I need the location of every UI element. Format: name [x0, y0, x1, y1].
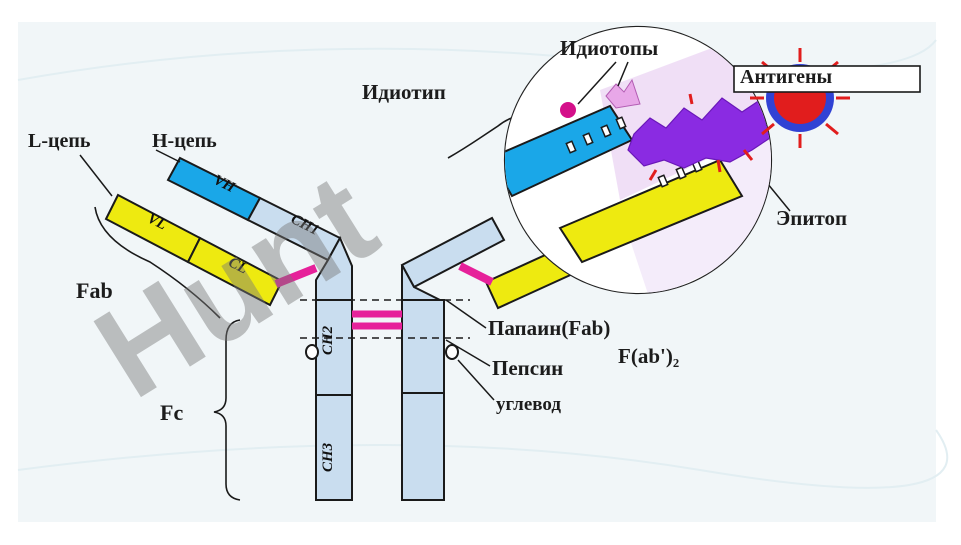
right-fc-chain: [401, 299, 445, 501]
idiotopes-label: Идиотопы: [560, 36, 659, 60]
carbohydrate-left: [305, 344, 319, 360]
h-chain-label: Н-цепь: [152, 130, 217, 152]
idiotope-2: [560, 102, 576, 118]
antigens-label-box: [733, 65, 921, 93]
papain-label: Папаин(Fab): [488, 316, 611, 340]
carbohydrate-label: углевод: [496, 394, 561, 415]
left-light-chain-arm: [104, 193, 284, 307]
ch3-label: CH3: [320, 442, 336, 472]
epitope-label: Эпитоп: [776, 206, 848, 230]
left-heavy-chain-arm: [166, 156, 353, 301]
idiotype-label: Идиотип: [362, 80, 446, 104]
fab2-label: F(ab')₂: [618, 344, 680, 368]
idiotope-1: [605, 78, 641, 109]
antigens-label: Антигены: [740, 66, 833, 88]
left-fc-chain: [315, 299, 353, 501]
ch2-label: CH2: [320, 325, 336, 355]
carbohydrate-right: [445, 344, 459, 360]
pepsin-label: Пепсин: [492, 356, 564, 380]
light-heavy-disulfide-right: [458, 262, 494, 286]
l-chain-label: L-цепь: [28, 130, 91, 152]
light-heavy-disulfide-left: [274, 264, 318, 288]
fc-brace: [213, 319, 241, 501]
fc-label: Fc: [160, 400, 184, 425]
zoom-circle: [503, 25, 773, 295]
fab-label: Fab: [76, 278, 113, 303]
cl-domain: [186, 236, 284, 307]
fab-brace: [94, 206, 221, 319]
